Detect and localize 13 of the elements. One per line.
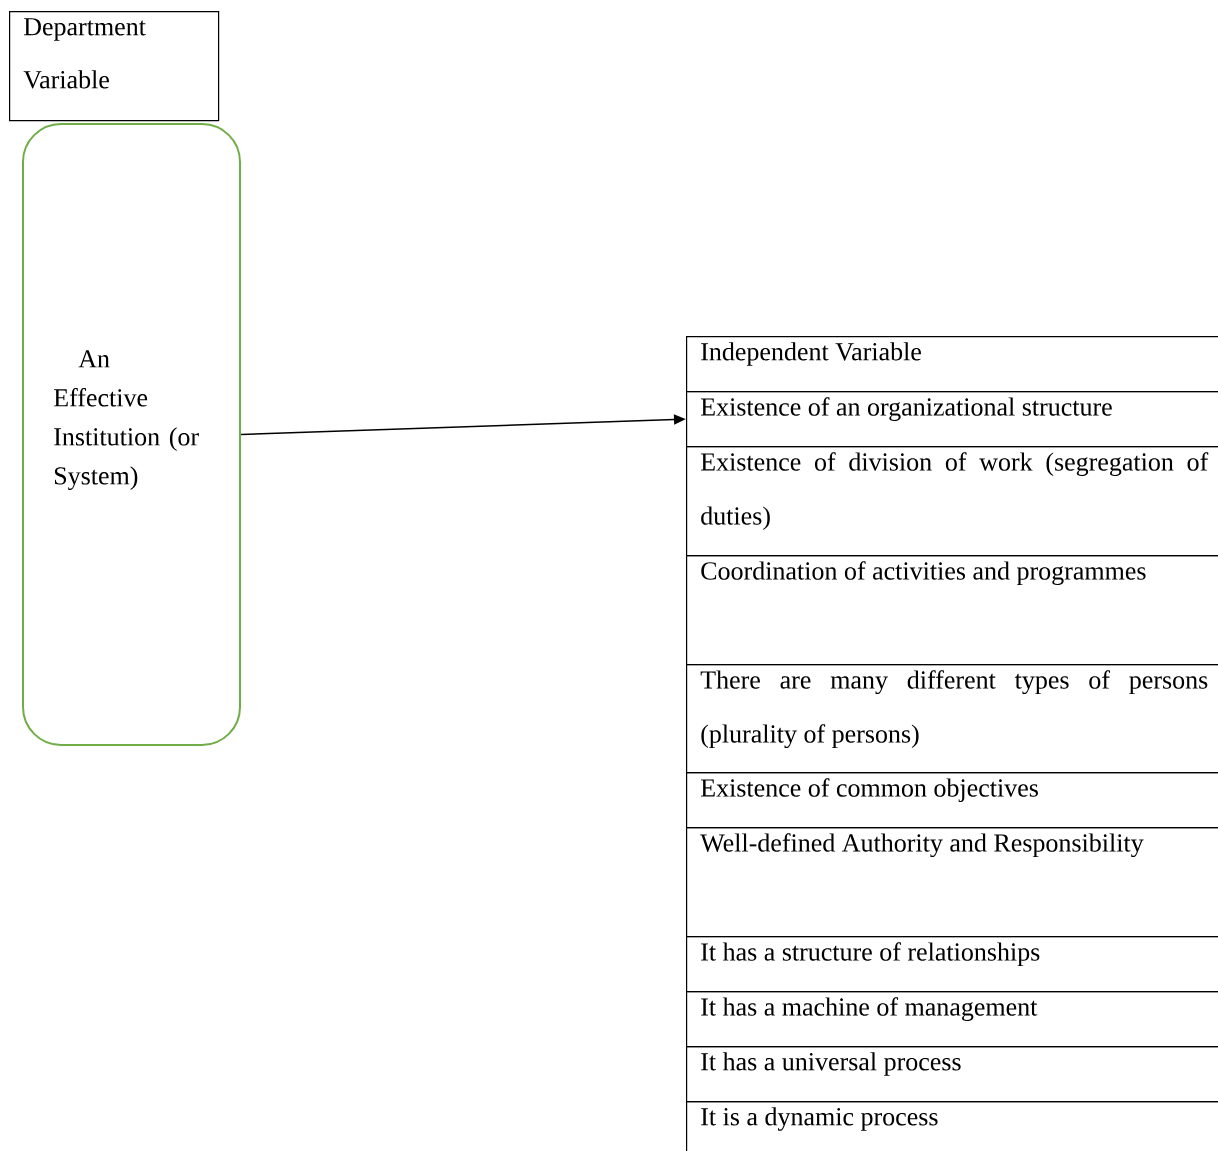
table-row: Well-defined Authority and Responsibility <box>686 827 1218 938</box>
table-row: Coordination of activities and programmes <box>686 555 1218 666</box>
table-row: It has a structure of relationships <box>686 936 1218 993</box>
table-row: Existence of an organizational structure <box>686 391 1218 448</box>
table-row: Existence of common objectives <box>686 772 1218 829</box>
table-row: Independent Variable <box>686 336 1218 393</box>
table-row: It has a machine of management <box>686 991 1218 1048</box>
table-row: It has a universal process <box>686 1046 1218 1103</box>
rounded-box: An Effective Institution (or System) <box>22 123 241 746</box>
table-row: It is a dynamic process <box>686 1101 1218 1151</box>
variable-box: Department Variable <box>9 11 220 122</box>
table-row: Existence of division of work (segregation of duties) <box>686 446 1218 557</box>
table-row: There are many different types of persons (plurality of persons) <box>686 664 1218 774</box>
